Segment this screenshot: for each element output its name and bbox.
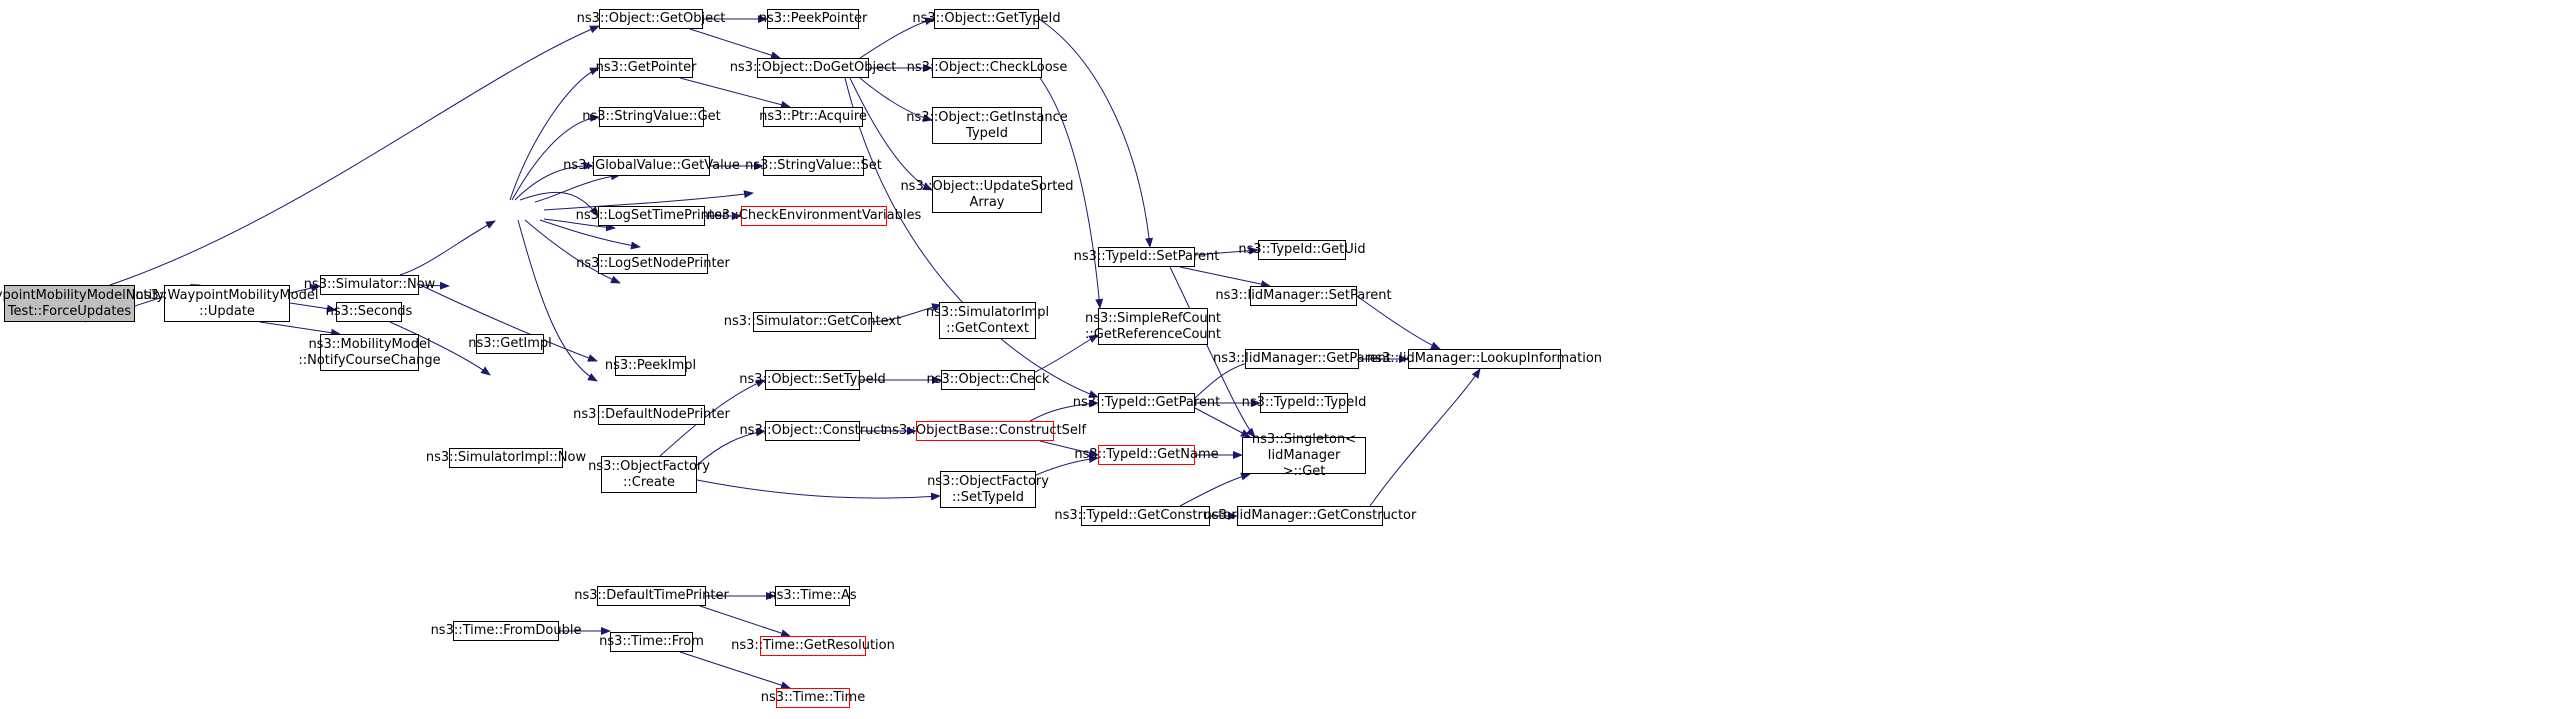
edge-wmm-update-to-sim-now [289, 284, 321, 294]
node-simimpl-now[interactable]: ns3::SimulatorImpl::Now [426, 448, 586, 468]
edge-typeid-setparent-to-singleton-get [1169, 266, 1256, 438]
node-time-time[interactable]: ns3::Time::Time [761, 688, 865, 708]
edge-typeid-setparent-to-iidmanager-setparent [1179, 266, 1271, 289]
node-checkenv[interactable]: ns3::CheckEnvironmentVariables [707, 206, 921, 226]
node-seconds[interactable]: ns3::Seconds [326, 302, 412, 322]
edge-dogetobject-to-object-getinstancetypeid [859, 77, 933, 122]
node-typeid-getname[interactable]: ns3::TypeId::GetName [1074, 445, 1219, 465]
node-typeid-setparent[interactable]: ns3::TypeId::SetParent [1074, 247, 1219, 267]
edge-sim-getcontext-to-object-check [871, 303, 942, 323]
edge-getimpl-to-objectfactory-create [524, 219, 621, 284]
node-logsetnodeprinter[interactable]: ns3::LogSetNodePrinter [576, 254, 730, 274]
edge-sim-now-to-getimpl [399, 220, 496, 276]
edge-wmm-update-to-notify-cc [259, 321, 341, 337]
node-logsettimeprinter[interactable]: ns3::LogSetTimePrinter [576, 206, 727, 226]
edge-object-gettypeid-to-typeid-setparent [1038, 18, 1154, 248]
edge-getpointer-to-ptr-acquire [679, 77, 791, 109]
node-ptr-acquire[interactable]: ns3::Ptr::Acquire [759, 107, 867, 127]
edge-typeid-getparent-to-singleton-get [1194, 407, 1251, 438]
edge-objectfactory-settypeid-to-typeid-getname [1035, 455, 1099, 476]
node-sim-now[interactable]: ns3::Simulator::Now [304, 275, 435, 295]
node-object-getinstancetypeid[interactable]: ns3::Object::GetInstance TypeId [906, 107, 1068, 144]
node-time-from[interactable]: ns3::Time::From [599, 632, 704, 652]
edge-getimpl-to-sim-getcontext [543, 190, 754, 211]
edge-getimpl-to-defaulttimeprinter [517, 219, 598, 382]
edge-wmm-update-to-seconds [289, 302, 337, 313]
edge-getimpl-to-logsetnodeprinter [534, 172, 621, 203]
edge-objectfactory-create-to-object-construct [696, 428, 766, 466]
node-getobject[interactable]: ns3::Object::GetObject [577, 9, 725, 29]
node-object-settypeid[interactable]: ns3::Object::SetTypeId [739, 370, 886, 390]
edge-sim-now-to-simimpl-now [418, 281, 450, 290]
edge-defaulttimeprinter-to-time-getresolution [699, 605, 791, 637]
node-typeid-typeid[interactable]: ns3::TypeId::TypeId [1242, 393, 1366, 413]
node-object-updatesortedarray[interactable]: ns3::Object::UpdateSorted Array [900, 176, 1074, 213]
node-singleton-get[interactable]: ns3::Singleton< IidManager >::Get [1242, 432, 1366, 479]
edge-getimpl-to-globalvalue-getvalue [514, 161, 594, 201]
edge-typeid-getconstructor-to-singleton-get [1179, 472, 1251, 507]
edge-getimpl-to-stringvalue-get [511, 113, 600, 201]
node-objectfactory-create[interactable]: ns3::ObjectFactory ::Create [588, 456, 710, 493]
node-root: WaypointMobilityModelNotify Test::ForceU… [0, 285, 164, 322]
node-defaulttimeprinter[interactable]: ns3::DefaultTimePrinter [574, 586, 729, 606]
node-object-gettypeid[interactable]: ns3::Object::GetTypeId [912, 9, 1061, 29]
node-typeid-getparent[interactable]: ns3::TypeId::GetParent [1073, 393, 1220, 413]
edge-time-from-to-time-time [679, 651, 791, 690]
edge-getobject-to-dogetobject [689, 28, 781, 60]
node-notify-cc[interactable]: ns3::MobilityModel ::NotifyCourseChange [298, 334, 441, 371]
node-typeid-getuid[interactable]: ns3::TypeId::GetUid [1238, 240, 1366, 260]
node-iidmanager-getconstructor[interactable]: ns3::IidManager::GetConstructor [1204, 506, 1416, 526]
edge-dogetobject-to-object-gettypeid [859, 17, 935, 59]
node-object-construct[interactable]: ns3::Object::Construct [739, 421, 886, 441]
node-time-getresolution[interactable]: ns3::Time::GetResolution [731, 636, 895, 656]
node-simplerefcount[interactable]: ns3::SimpleRefCount ::GetReferenceCount [1085, 308, 1221, 345]
node-iidmanager-setparent[interactable]: ns3::IidManager::SetParent [1215, 286, 1392, 306]
edge-iidmanager-setparent-to-iidmanager-lookupinformation [1356, 295, 1441, 350]
node-dogetobject[interactable]: ns3::Object::DoGetObject [730, 58, 896, 78]
node-simimpl-getcontext[interactable]: ns3::SimulatorImpl ::GetContext [926, 302, 1049, 339]
node-peekpointer[interactable]: ns3::PeekPointer [759, 9, 867, 29]
node-sim-getcontext[interactable]: ns3::Simulator::GetContext [724, 312, 901, 332]
edge-seconds-to-time-fromdouble [389, 321, 491, 376]
node-time-fromdouble[interactable]: ns3::Time::FromDouble [431, 621, 581, 641]
node-objectfactory-settypeid[interactable]: ns3::ObjectFactory ::SetTypeId [927, 471, 1049, 508]
node-object-check[interactable]: ns3::Object::Check [926, 370, 1050, 390]
edge-objectfactory-create-to-objectfactory-settypeid [696, 479, 941, 501]
node-iidmanager-getparent[interactable]: ns3::IidManager::GetParent [1213, 349, 1391, 369]
node-stringvalue-get[interactable]: ns3::StringValue::Get [582, 107, 721, 127]
edge-object-check-to-simplerefcount [1034, 334, 1099, 373]
edge-object-checkloose-to-simplerefcount [1039, 77, 1104, 309]
edge-getimpl-to-getpointer [509, 67, 600, 201]
edge-objectfactory-create-to-object-settypeid [659, 379, 766, 457]
edge-sim-now-to-defaulttimeprinter [399, 274, 598, 362]
node-objectbase-constructself[interactable]: ns3::ObjectBase::ConstructSelf [884, 421, 1086, 441]
node-iidmanager-lookupinformation[interactable]: ns3::IidManager::LookupInformation [1367, 349, 1602, 369]
node-typeid-getconstructor[interactable]: ns3::TypeId::GetConstructor [1054, 506, 1237, 526]
edge-dogetobject-to-object-updatesortedarray [849, 77, 933, 191]
edge-root-to-getobject [109, 25, 600, 286]
edge-getimpl-to-peekimpl [543, 218, 616, 232]
edge-objectbase-constructself-to-typeid-getparent [1029, 399, 1099, 422]
edge-getimpl-to-defaultnodeprinter [539, 219, 641, 250]
edge-typeid-setparent-to-typeid-getuid [1194, 246, 1259, 256]
node-object-checkloose[interactable]: ns3::Object::CheckLoose [907, 58, 1067, 78]
edge-objectbase-constructself-to-typeid-getname [1039, 440, 1099, 457]
node-time-as[interactable]: ns3::Time::As [768, 586, 857, 606]
node-getimpl[interactable]: ns3::GetImpl [468, 334, 552, 354]
node-getpointer[interactable]: ns3::GetPointer [596, 58, 696, 78]
node-defaultnodeprinter[interactable]: ns3::DefaultNodePrinter [573, 405, 730, 425]
node-wmm-update[interactable]: ns3::WaypointMobilityModel ::Update [136, 285, 318, 322]
node-globalvalue-getvalue[interactable]: ns3::GlobalValue::GetValue [563, 156, 740, 176]
edge-iidmanager-getconstructor-to-iidmanager-lookupinformation [1369, 368, 1481, 507]
node-stringvalue-set[interactable]: ns3::StringValue::Set [745, 156, 882, 176]
node-peekimpl[interactable]: ns3::PeekImpl [605, 356, 696, 376]
